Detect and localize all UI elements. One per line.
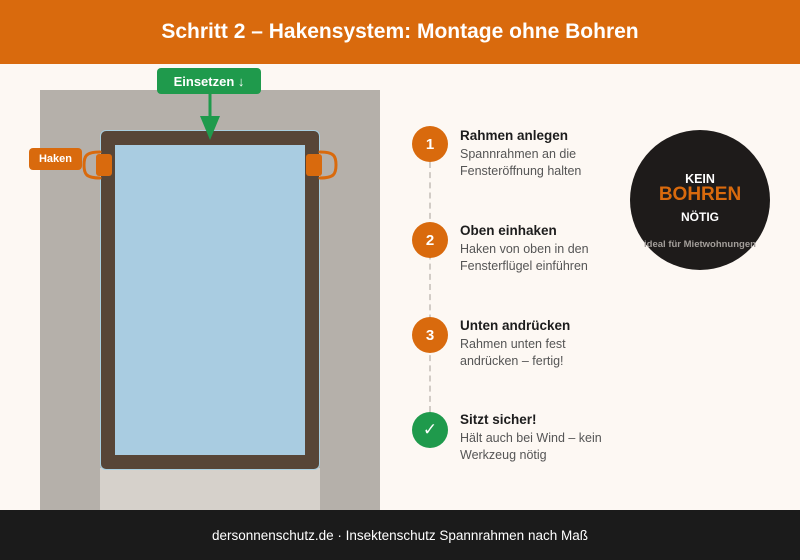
step-title: Sitzt sicher! bbox=[460, 412, 537, 427]
insect-screen-mesh bbox=[115, 145, 305, 455]
step-title: Oben einhaken bbox=[460, 223, 557, 238]
footer-text: dersonnenschutz.de · Insektenschutz Span… bbox=[212, 527, 588, 543]
badge-line-kein: KEIN bbox=[685, 172, 715, 186]
footer-bar: dersonnenschutz.de · Insektenschutz Span… bbox=[0, 510, 800, 560]
step-description: Spannrahmen an die Fensteröffnung halten bbox=[460, 147, 582, 178]
right-hook-curve-icon bbox=[318, 150, 338, 180]
step-number-badge: 1 bbox=[412, 126, 448, 162]
right-hook-block bbox=[306, 154, 322, 176]
badge-line-noetig: NÖTIG bbox=[681, 210, 719, 224]
page-title: Schritt 2 – Hakensystem: Montage ohne Bo… bbox=[161, 20, 639, 43]
check-icon: ✓ bbox=[412, 412, 448, 448]
step-description: Rahmen unten fest andrücken – fertig! bbox=[460, 337, 566, 368]
insert-arrow-icon bbox=[200, 94, 220, 140]
step-title: Rahmen anlegen bbox=[460, 128, 569, 143]
step-number-badge: 2 bbox=[412, 222, 448, 258]
step-number-badge: 3 bbox=[412, 317, 448, 353]
left-hook-block bbox=[96, 154, 112, 176]
step-title: Unten andrücken bbox=[460, 318, 571, 333]
no-drilling-badge: KEIN BOHREN NÖTIG ideal für Mietwohnunge… bbox=[630, 130, 770, 270]
step-description: Hält auch bei Wind – kein Werkzeug nötig bbox=[460, 431, 602, 462]
header-bar: Schritt 2 – Hakensystem: Montage ohne Bo… bbox=[0, 0, 800, 64]
window-sill bbox=[100, 468, 320, 510]
step-description: Haken von oben in den Fensterflügel einf… bbox=[460, 242, 589, 273]
insert-label: Einsetzen ↓ bbox=[157, 68, 261, 94]
steps-timeline bbox=[429, 162, 431, 412]
hook-label: Haken bbox=[29, 148, 82, 170]
badge-note: ideal für Mietwohnungen bbox=[644, 239, 756, 250]
left-hook-curve-icon bbox=[82, 150, 102, 180]
badge-highlight: BOHREN bbox=[658, 184, 742, 205]
